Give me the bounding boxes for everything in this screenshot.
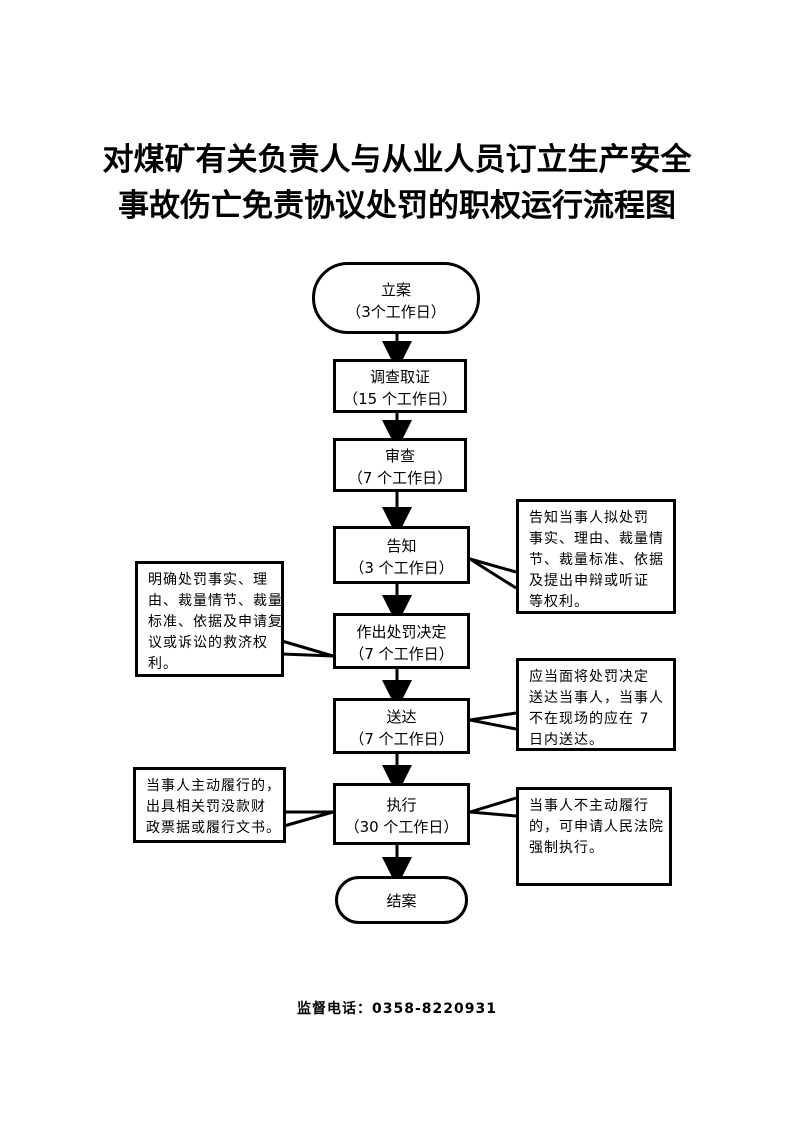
step-filing-label: 立案 (380, 281, 411, 299)
note-notice-rights: 告知当事人拟处罚 事实、理由、裁量情 节、裁量标准、依据 及提出申辩或听证 等权… (516, 499, 676, 614)
step-execution-label: 执行 (386, 796, 417, 814)
step-closing-label: 结案 (386, 892, 417, 910)
callout-pointer-execution-right (469, 796, 517, 818)
note-line: 送达当事人，当事人 (529, 690, 664, 706)
note-line: 明确处罚事实、理 (148, 572, 268, 588)
note-delivery-rule: 应当面将处罚决定 送达当事人，当事人 不在现场的应在 7 日内送达。 (516, 658, 676, 751)
step-investigation: 调查取证 （15 个工作日） (333, 359, 467, 413)
page-title-line-1: 对煤矿有关负责人与从业人员订立生产安全 (102, 142, 692, 178)
supervision-phone: 监督电话：0358-8220931 (297, 1001, 497, 1017)
callout-pointer-decision (281, 639, 334, 658)
callout-pointer-execution-left (283, 810, 334, 828)
step-execution: 执行 （30 个工作日） (333, 783, 470, 845)
step-delivery: 送达 （7 个工作日） (333, 698, 470, 754)
step-closing: 结案 (335, 876, 468, 924)
step-decision-label: 作出处罚决定 (356, 623, 447, 641)
note-line: 日内送达。 (529, 732, 604, 748)
step-investigation-label: 调查取证 (369, 368, 430, 386)
note-line: 不在现场的应在 7 (529, 711, 650, 727)
note-line: 节、裁量标准、依据 (529, 552, 664, 568)
step-filing: 立案 （3个工作日） (312, 262, 480, 334)
page-title-line-2: 事故伤亡免责协议处罚的职权运行流程图 (118, 188, 676, 224)
note-line: 政票据或履行文书。 (146, 820, 281, 836)
step-delivery-label: 送达 (386, 708, 417, 726)
step-investigation-duration: （15 个工作日） (343, 390, 457, 408)
note-line: 议或诉讼的救济权 (148, 635, 268, 651)
note-line: 由、裁量情节、裁量 (148, 593, 283, 609)
note-line: 当事人主动履行的， (146, 778, 281, 794)
callout-pointer-notice (469, 557, 517, 590)
step-review-label: 审查 (384, 447, 415, 465)
step-decision-duration: （7 个工作日） (349, 645, 454, 663)
note-execution-voluntary: 当事人主动履行的， 出具相关罚没款财 政票据或履行文书。 (133, 767, 286, 843)
note-line: 等权利。 (529, 594, 589, 610)
note-line: 标准、依据及申请复 (148, 614, 283, 630)
step-review: 审查 （7 个工作日） (333, 438, 467, 492)
note-line: 的，可申请人民法院 (529, 819, 664, 835)
note-line: 应当面将处罚决定 (529, 669, 649, 685)
note-line: 出具相关罚没款财 (146, 799, 266, 815)
note-line: 事实、理由、裁量情 (529, 531, 664, 547)
step-notice-label: 告知 (386, 537, 417, 555)
callout-pointer-delivery (469, 711, 517, 731)
step-execution-duration: （30 个工作日） (344, 818, 459, 836)
step-notice: 告知 （3 个工作日） (333, 526, 470, 584)
note-line: 及提出申辩或听证 (529, 573, 649, 589)
step-filing-duration: （3个工作日） (346, 303, 446, 321)
note-decision-remedy: 明确处罚事实、理 由、裁量情节、裁量 标准、依据及申请复 议或诉讼的救济权 利。 (135, 561, 284, 677)
step-notice-duration: （3 个工作日） (349, 559, 454, 577)
note-line: 当事人不主动履行 (529, 798, 649, 814)
step-decision: 作出处罚决定 （7 个工作日） (333, 613, 470, 669)
note-line: 利。 (148, 656, 178, 672)
note-line: 强制执行。 (529, 840, 604, 856)
note-line: 告知当事人拟处罚 (529, 510, 649, 526)
step-delivery-duration: （7 个工作日） (349, 730, 454, 748)
step-review-duration: （7 个工作日） (347, 469, 453, 487)
note-execution-enforced: 当事人不主动履行 的，可申请人民法院 强制执行。 (516, 787, 672, 886)
